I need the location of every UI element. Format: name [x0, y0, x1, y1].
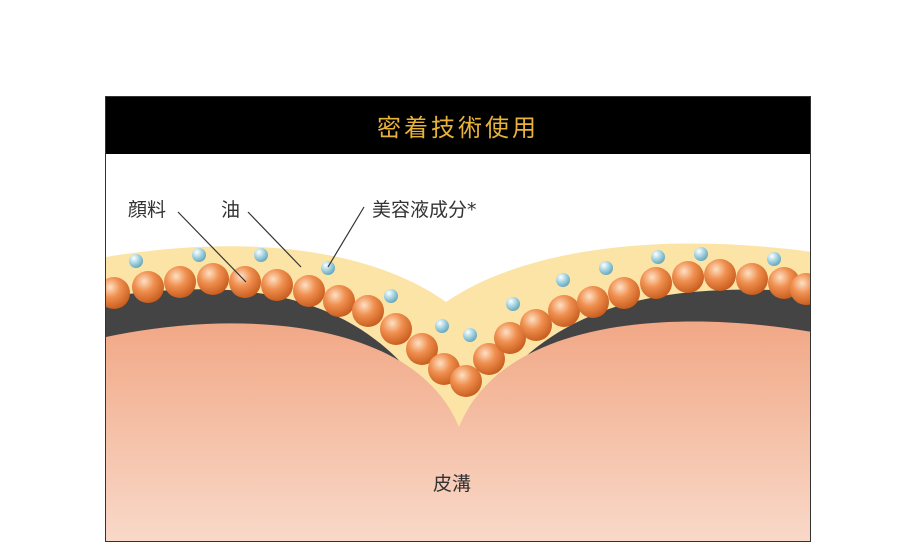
pigment-particle — [261, 269, 293, 301]
pigment-particle — [450, 365, 482, 397]
oil-label: 油 — [221, 199, 241, 221]
pigment-particle — [520, 309, 552, 341]
pigment-particle — [406, 333, 438, 365]
pigment-particle — [494, 322, 526, 354]
serum-particle — [254, 248, 268, 262]
serum-particle — [129, 254, 143, 268]
pigment-particle — [577, 286, 609, 318]
pigment-particle — [323, 285, 355, 317]
pigment-leader-line — [177, 211, 247, 283]
pigment-particle — [704, 259, 736, 291]
serum-particle — [463, 328, 477, 342]
serum-particle — [384, 289, 398, 303]
pigment-particle — [473, 343, 505, 375]
pigment-particle — [380, 313, 412, 345]
pigment-particle — [293, 275, 325, 307]
pigment-particle — [106, 277, 130, 309]
pigment-balls — [106, 259, 810, 397]
serum-particle — [192, 248, 206, 262]
pigment-particle — [672, 261, 704, 293]
pigment-particle — [352, 295, 384, 327]
serum-particle — [506, 297, 520, 311]
diagram-frame: 密着技術使用 顔料 油 美容液成分* 皮溝 — [105, 96, 811, 542]
pigment-particle — [229, 266, 261, 298]
serum-label: 美容液成分* — [372, 199, 477, 221]
pigment-particle — [548, 295, 580, 327]
pigment-label: 顔料 — [128, 199, 167, 221]
groove-label: 皮溝 — [433, 473, 472, 495]
serum-particle — [599, 261, 613, 275]
title-banner: 密着技術使用 — [106, 97, 810, 154]
skin-cross-section — [106, 206, 810, 541]
pigment-particle — [197, 263, 229, 295]
pigment-particle — [132, 271, 164, 303]
serum-particle — [321, 261, 335, 275]
serum-balls — [129, 247, 781, 342]
serum-leader-line — [327, 206, 365, 268]
skin-layer — [106, 321, 810, 541]
pigment-particle — [608, 277, 640, 309]
oil-leader-line — [247, 211, 302, 268]
serum-particle — [651, 250, 665, 264]
serum-particle — [556, 273, 570, 287]
pigment-particle — [640, 267, 672, 299]
pigment-particle — [736, 263, 768, 295]
page-title: 密着技術使用 — [377, 114, 539, 142]
pigment-particle — [790, 273, 810, 305]
serum-particle — [767, 252, 781, 266]
serum-particle — [694, 247, 708, 261]
pigment-particle — [164, 266, 196, 298]
serum-particle — [435, 319, 449, 333]
